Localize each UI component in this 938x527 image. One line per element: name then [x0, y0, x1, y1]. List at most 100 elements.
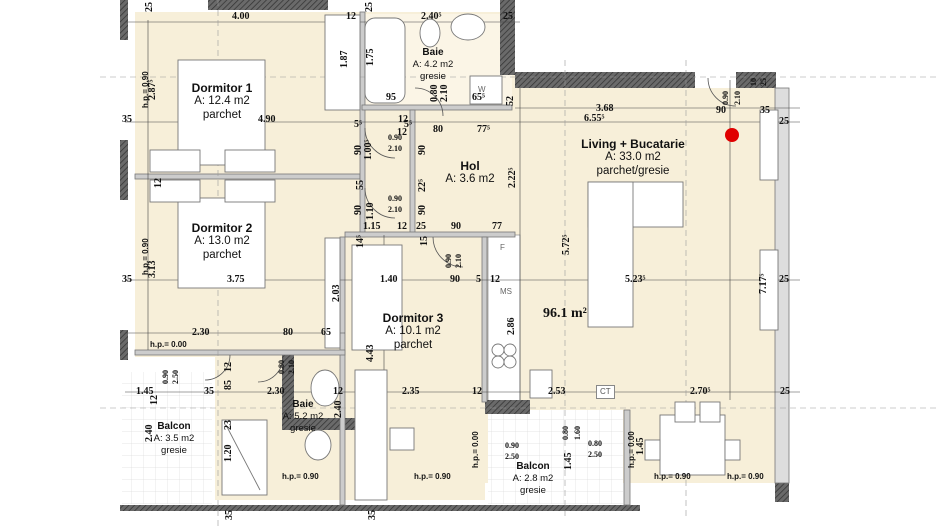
partitions	[134, 11, 790, 506]
dim-label: 1.45	[136, 386, 154, 397]
sofa-side	[587, 181, 634, 328]
dim-label: 90	[353, 205, 364, 215]
wardrobe-1	[324, 14, 361, 111]
room-name: Living + Bucatarie	[581, 137, 685, 151]
dim-label: 90	[417, 205, 428, 215]
dim-label: 90	[353, 145, 364, 155]
dim-label: 1.87	[339, 50, 350, 69]
dim-label: 7.17⁵	[758, 273, 769, 295]
desk	[354, 369, 388, 501]
dim-label: 1.15	[363, 221, 381, 232]
room-name: Dormitor 3	[382, 311, 444, 325]
dim-label: 0.90	[388, 194, 402, 203]
sill-height-label: h.p.= 0.90	[282, 472, 319, 481]
dim-label: 0.90	[388, 133, 402, 142]
dim-label: 25	[503, 11, 513, 22]
dim-label: 25	[759, 78, 768, 86]
dim-label: 2.10	[439, 84, 450, 103]
room-area: A: 12.4 m2	[194, 95, 250, 107]
dim-label: 35	[122, 114, 132, 125]
dim-label: 4.90	[258, 114, 276, 125]
room-floor: gresie	[161, 444, 187, 456]
room-floor: parchet	[393, 338, 433, 351]
bathtub	[364, 17, 406, 104]
dim-label: 2.10	[388, 205, 402, 214]
doors	[204, 77, 737, 383]
washer-label: W	[478, 85, 486, 94]
sill-height-label: h.p.= 0.90	[141, 71, 150, 108]
dim-label: 5⁵	[354, 119, 362, 130]
bed-3	[351, 244, 403, 351]
dim-label: 2.35	[402, 386, 420, 397]
dim-label: 15	[419, 236, 430, 246]
dim-label: 2.40	[333, 400, 344, 419]
dim-label: 4.00	[232, 11, 250, 22]
dim-label: 0.90	[721, 91, 730, 105]
sill-height-label: h.p.= 0.00	[471, 431, 480, 468]
dim-label: 35	[367, 510, 378, 520]
dim-label: 80	[433, 124, 443, 135]
dim-label: 25	[779, 274, 789, 285]
boiler-label: CT	[596, 385, 615, 399]
dim-label: 90	[450, 274, 460, 285]
sill-height-label: h.p.= 0.90	[727, 472, 764, 481]
dim-label: 2.50	[505, 452, 519, 461]
dim-label: 5.72⁵	[561, 234, 572, 256]
dim-label: 25	[779, 116, 789, 127]
bed-1	[177, 59, 266, 166]
dim-label: 2.10	[454, 254, 463, 268]
sill-height-label: h.p.= 0.00	[627, 431, 636, 468]
dim-label: 65	[321, 327, 331, 338]
dim-label: 22⁵	[417, 179, 428, 192]
dim-label: 90	[451, 221, 461, 232]
sink-1	[450, 13, 486, 41]
room-area: A: 4.2 m2	[412, 59, 454, 70]
dim-label: 4.43	[365, 344, 376, 363]
dishwasher-label: MS	[500, 287, 512, 296]
dim-label: 2.50	[171, 370, 180, 384]
room-floor: gresie	[290, 422, 316, 434]
dim-label: 3.68	[596, 103, 614, 114]
dim-label: 1.10	[365, 202, 376, 221]
dim-label: 0.90	[444, 254, 453, 268]
dim-label: 1.20	[223, 444, 234, 463]
dim-label: 12	[346, 11, 356, 22]
dim-label: 1.00⁵	[363, 139, 374, 161]
dim-label: 2.40	[144, 424, 155, 443]
dim-label: 1.45	[563, 452, 574, 471]
dim-label: 1.40	[380, 274, 398, 285]
total-area: 96.1 m²	[543, 306, 587, 321]
dim-label: 25	[364, 2, 375, 12]
dim-label: 1.75	[365, 48, 376, 67]
dim-label: 5.23⁵	[625, 274, 646, 285]
room-floor: gresie	[520, 484, 546, 496]
dim-label: 77	[492, 221, 502, 232]
dim-label: 2.30	[267, 386, 285, 397]
dim-label: 12	[472, 386, 482, 397]
desk-chair	[389, 427, 415, 451]
dim-label: 0.90	[505, 441, 519, 450]
fridge-label: F	[500, 243, 505, 252]
dim-label: 23	[223, 420, 234, 430]
dim-label: 55	[355, 180, 366, 190]
furniture	[149, 13, 779, 501]
dim-label: 77⁵	[477, 124, 490, 135]
dim-label: 2.70⁵	[690, 386, 711, 397]
dim-label: 5⁵	[404, 119, 412, 130]
dim-label: 2.40⁵	[421, 11, 442, 22]
room-floor: gresie	[420, 70, 446, 82]
dim-label: 12	[153, 178, 164, 188]
room-name: Balcon	[157, 421, 191, 432]
sill-height-label: h.p.= 0.90	[141, 238, 150, 275]
room-area: A: 3.6 m2	[445, 173, 495, 185]
dim-label: 2.10	[287, 360, 296, 374]
room-area: A: 2.8 m2	[512, 473, 554, 484]
dim-label: 12	[333, 386, 343, 397]
